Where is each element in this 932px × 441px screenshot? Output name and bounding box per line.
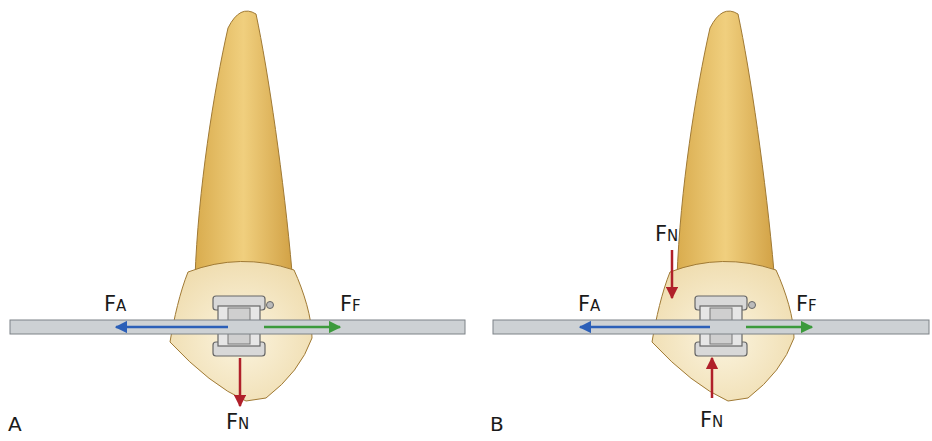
panel-letter: A bbox=[8, 412, 22, 436]
force-label: FN bbox=[226, 410, 249, 435]
tooth bbox=[170, 11, 312, 401]
archwire bbox=[493, 320, 929, 334]
force-arrow bbox=[264, 326, 340, 329]
panel-letter: B bbox=[490, 412, 504, 436]
archwire bbox=[10, 320, 465, 334]
force-label: FF bbox=[340, 292, 361, 317]
force-label: FN bbox=[700, 408, 723, 433]
force-label: FA bbox=[104, 292, 126, 317]
force-arrow bbox=[116, 326, 228, 329]
force-arrow bbox=[746, 326, 812, 329]
force-label: FA bbox=[578, 292, 600, 317]
force-arrow bbox=[580, 326, 710, 329]
force-arrow bbox=[711, 358, 714, 398]
tooth bbox=[652, 11, 794, 401]
force-label: FF bbox=[796, 292, 817, 317]
force-arrow bbox=[239, 358, 242, 406]
force-label: FN bbox=[655, 222, 678, 247]
force-arrow bbox=[671, 250, 674, 298]
